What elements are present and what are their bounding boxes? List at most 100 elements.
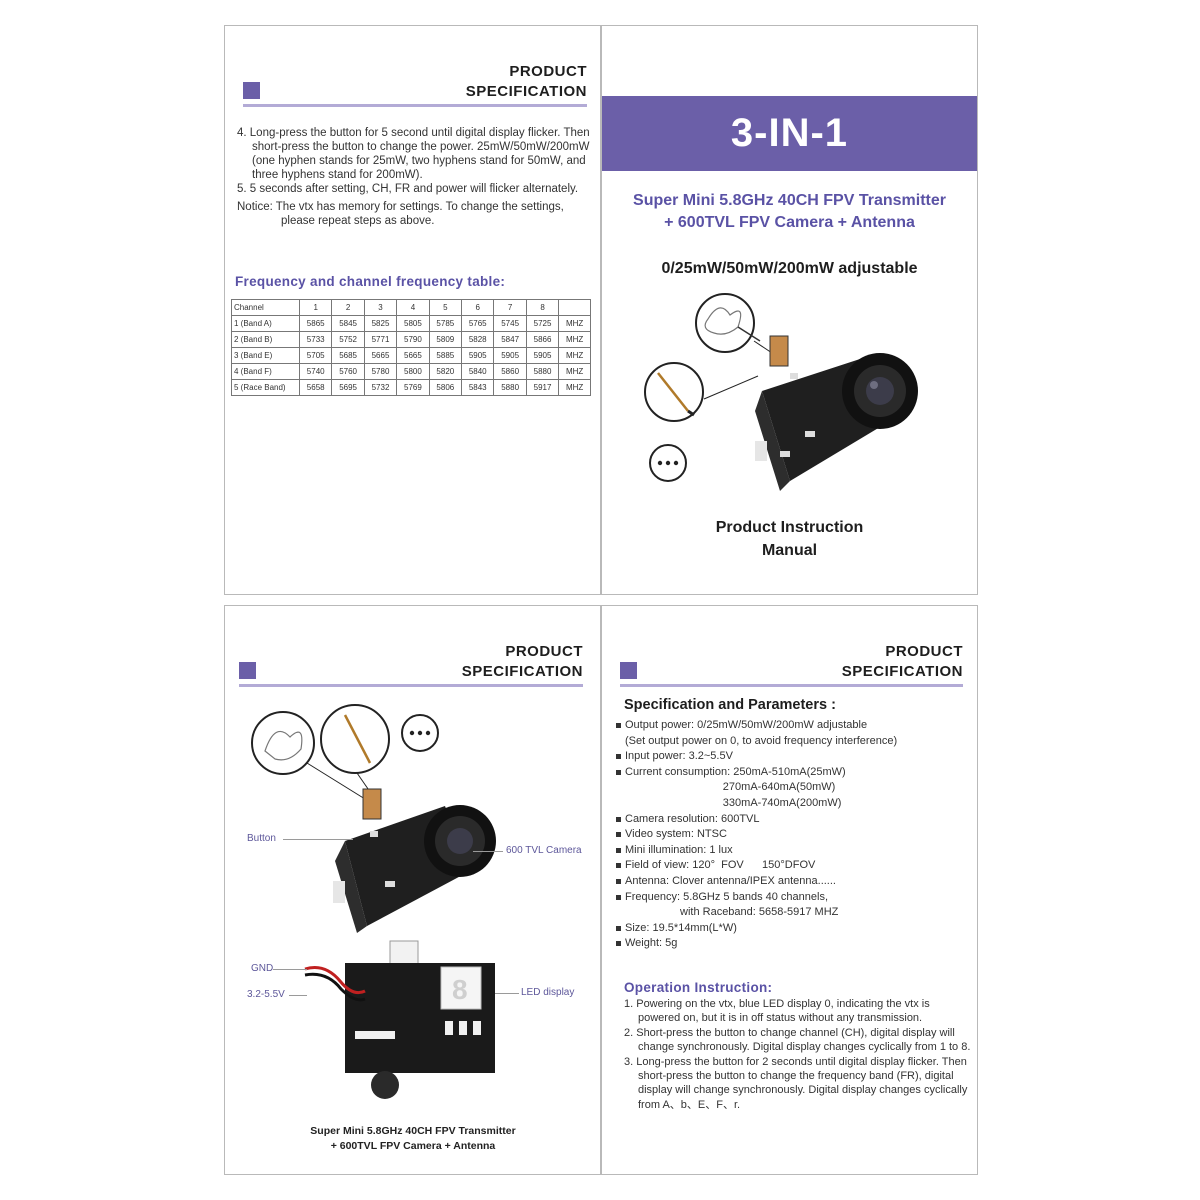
label-gnd: GND [251, 963, 274, 974]
header-rule [239, 684, 583, 687]
cover-power: 0/25mW/50mW/200mW adjustable [661, 260, 918, 277]
table-cell: 1 (Band A) [231, 315, 300, 332]
spec-item: (Set output power on 0, to avoid frequen… [625, 734, 898, 747]
op-step: 1. Powering on the vtx, blue LED display… [624, 998, 930, 1025]
cover-title-band: 3-IN-1 [602, 96, 977, 171]
op-step: 2. Short-press the button to change chan… [624, 1026, 971, 1054]
spec-item: Frequency: 5.8GHz 5 bands 40 channels, [616, 890, 971, 906]
table-cell: 5740 [298, 363, 333, 380]
bottom-caption: Super Mini 5.8GHz 40CH FPV Transmitter +… [310, 1125, 516, 1152]
vtx-board-image: 8 [304, 940, 495, 1099]
table-cell: MHZ [558, 315, 591, 332]
table-header-cell: 4 [396, 299, 430, 316]
bottom-sheet: PRODUCT SPECIFICATION [224, 605, 978, 1175]
cover-product-image [644, 293, 918, 491]
table-header-cell: 7 [493, 299, 527, 316]
header-square-icon [239, 662, 256, 679]
clover-antenna-icon [251, 711, 315, 775]
header-title: PRODUCT SPECIFICATION [841, 643, 963, 680]
spec-item: Video system: NTSC [616, 827, 971, 843]
button-leader [283, 839, 353, 840]
table-header-cell: 5 [428, 299, 463, 316]
table-cell: 5745 [493, 315, 527, 332]
ipex-antenna-icon [644, 362, 704, 422]
table-cell: MHZ [558, 347, 591, 364]
table-cell: 5820 [428, 363, 463, 380]
table-cell: 5665 [363, 347, 398, 364]
spec-item: Output power: 0/25mW/50mW/200mW adjustab… [616, 718, 971, 734]
table-cell: 5769 [396, 379, 430, 396]
spec-header: PRODUCT SPECIFICATION [620, 642, 963, 722]
spec-item: Camera resolution: 600TVL [616, 812, 971, 828]
more-dots-icon [649, 444, 687, 482]
bottom-left-panel: PRODUCT SPECIFICATION [225, 606, 601, 1174]
table-cell: 5725 [525, 315, 560, 332]
table-cell: 5905 [493, 347, 527, 364]
bottom-right-panel: PRODUCT SPECIFICATION Specification and … [602, 606, 977, 1174]
op-title: Operation Instruction: [624, 980, 773, 995]
step-5: 5. 5 seconds after setting, CH, FR and p… [237, 183, 579, 195]
top-sheet: PRODUCT SPECIFICATION 4. Long-press the … [224, 25, 978, 595]
table-cell: 5780 [363, 363, 398, 380]
table-cell: 5905 [461, 347, 495, 364]
table-cell: 5685 [331, 347, 365, 364]
table-cell: 5 (Race Band) [231, 379, 300, 396]
notice-text: Notice: The vtx has memory for settings.… [237, 201, 564, 227]
voltage-leader [289, 995, 307, 996]
label-voltage: 3.2-5.5V [247, 989, 285, 1000]
table-cell: 5658 [298, 379, 333, 396]
spec-header: PRODUCT SPECIFICATION [239, 642, 583, 722]
table-cell: 5880 [493, 379, 527, 396]
spec-list: Output power: 0/25mW/50mW/200mW adjustab… [616, 718, 971, 952]
table-cell: 5705 [298, 347, 333, 364]
label-camera: 600 TVL Camera [506, 845, 582, 856]
table-cell: 5785 [428, 315, 463, 332]
table-header-cell [558, 299, 591, 316]
table-header-cell: Channel [231, 299, 300, 316]
table-cell: 5752 [331, 331, 365, 348]
table-cell: 5805 [396, 315, 430, 332]
table-cell: 5790 [396, 331, 430, 348]
spec-item: Antenna: Clover antenna/IPEX antenna....… [616, 874, 971, 890]
header-title: PRODUCT SPECIFICATION [465, 63, 587, 100]
table-cell: 5732 [363, 379, 398, 396]
steps-block: 4. Long-press the button for 5 second un… [237, 126, 597, 228]
table-cell: 5840 [461, 363, 495, 380]
op-list: 1. Powering on the vtx, blue LED display… [624, 997, 974, 1112]
header-rule [620, 684, 963, 687]
table-cell: 5760 [331, 363, 365, 380]
table-cell: 5733 [298, 331, 333, 348]
table-cell: MHZ [558, 363, 591, 380]
spec-item: Current consumption: 250mA-510mA(25mW) [616, 765, 971, 781]
table-cell: MHZ [558, 331, 591, 348]
table-header-cell: 8 [525, 299, 560, 316]
table-cell: 5880 [525, 363, 560, 380]
spec-item: with Raceband: 5658-5917 MHZ [625, 906, 839, 919]
header-square-icon [243, 82, 260, 99]
label-button: Button [247, 833, 276, 844]
table-cell: 5665 [396, 347, 430, 364]
top-left-panel: PRODUCT SPECIFICATION 4. Long-press the … [225, 26, 601, 594]
table-cell: MHZ [558, 379, 591, 396]
table-cell: 4 (Band F) [231, 363, 300, 380]
table-cell: 5765 [461, 315, 495, 332]
cover-manual-title: Product Instruction Manual [715, 519, 864, 559]
header-rule [243, 104, 587, 107]
table-cell: 5847 [493, 331, 527, 348]
top-fold-line [600, 26, 602, 594]
spec-title: Specification and Parameters : [624, 697, 836, 713]
table-cell: 5806 [428, 379, 463, 396]
spec-item: Size: 19.5*14mm(L*W) [616, 921, 971, 937]
step-4: 4. Long-press the button for 5 second un… [237, 127, 590, 181]
table-header-cell: 2 [331, 299, 365, 316]
spec-item: Input power: 3.2~5.5V [616, 749, 971, 765]
table-cell: 5828 [461, 331, 495, 348]
table-cell: 2 (Band B) [231, 331, 300, 348]
spec-item: 330mA-740mA(200mW) [625, 796, 842, 809]
